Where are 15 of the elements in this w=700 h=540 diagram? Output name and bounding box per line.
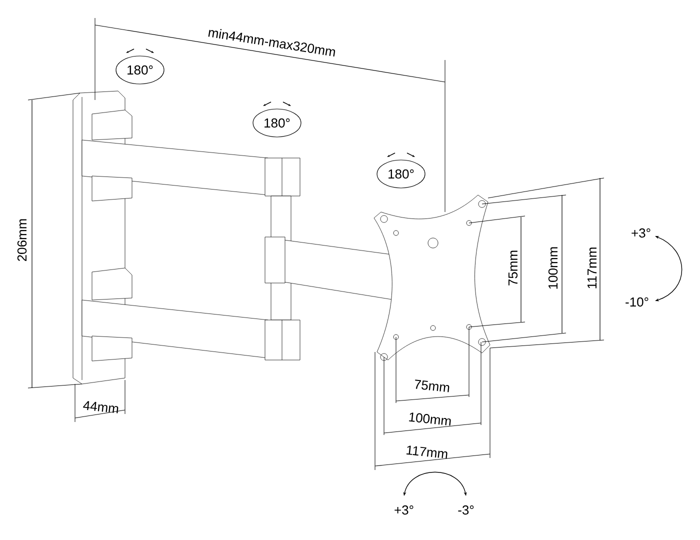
rotation-label: 180°	[264, 118, 290, 128]
dimension-label: 75mm	[415, 380, 450, 392]
rotation-label: 180°	[388, 169, 414, 179]
dimension-label: 75mm	[508, 250, 518, 286]
dimension-label: 117mm	[406, 446, 448, 459]
dimension-label: 44mm	[83, 401, 118, 414]
dimension-label: 100mm	[408, 412, 451, 426]
rotation-label: 180°	[128, 65, 153, 75]
angle-label: +3°	[632, 228, 650, 238]
dimension-label: 206mm	[17, 219, 27, 262]
angle-label: -10°	[626, 297, 648, 307]
dimension-label: 100mm	[548, 247, 558, 289]
angle-label: +3°	[394, 505, 414, 515]
angle-label: -3°	[458, 505, 474, 515]
dimension-label: 117mm	[588, 248, 596, 288]
